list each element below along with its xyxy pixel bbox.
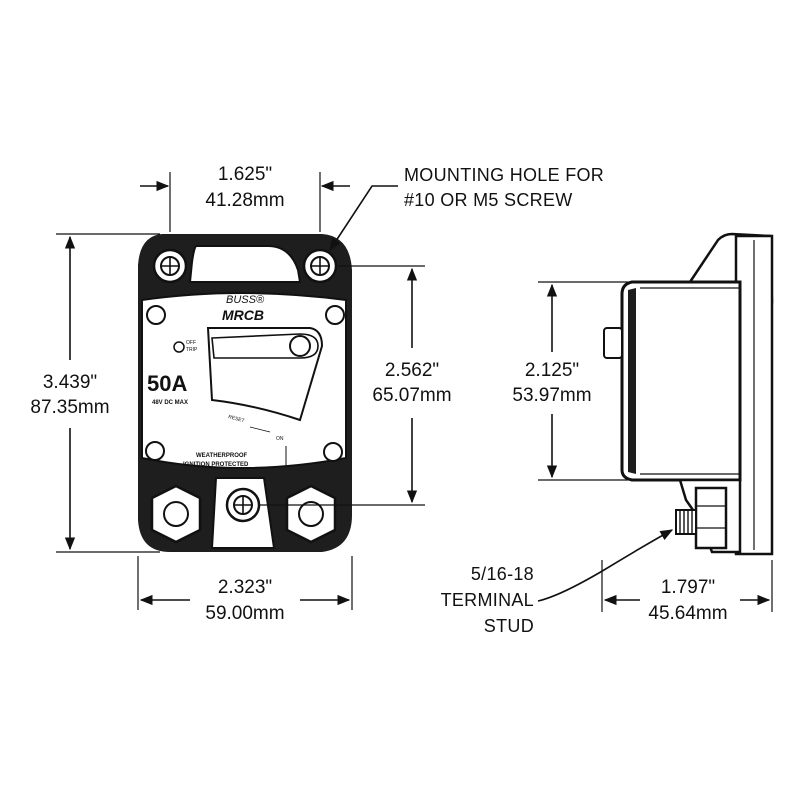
front-view: BUSS® MRCB OFF TRIP 50A 48V DC MAX RESET… (138, 234, 352, 552)
reset-label: RESET (227, 414, 245, 424)
side-lever-knob (603, 327, 623, 359)
terminal-stud (675, 509, 697, 535)
terminal-nut-left (150, 484, 202, 544)
dim-width-inch: 2.323" (218, 577, 272, 598)
dim-top-width-mm: 41.28mm (205, 190, 284, 211)
dim-side-height-inch: 2.125" (525, 360, 579, 381)
rating-text: 50A (147, 371, 187, 396)
side-terminal-nut (694, 486, 728, 550)
weatherproof-text: WEATHERPROOF (196, 453, 248, 459)
mount-hole-bottom (225, 487, 261, 523)
callout-terminal-line2: TERMINAL (441, 590, 534, 610)
side-main-body (620, 280, 742, 482)
voltage-text: 48V DC MAX (152, 400, 188, 406)
side-view (603, 232, 774, 556)
trip-label: TRIP (186, 347, 198, 353)
terminal-nut-right (285, 484, 337, 544)
off-trip-indicator (173, 341, 185, 353)
dim-hole-spacing-mm: 65.07mm (372, 385, 451, 406)
lever-knob (289, 335, 311, 357)
dim-side-height-mm: 53.97mm (512, 385, 591, 406)
dim-depth-mm: 45.64mm (648, 603, 727, 624)
face-hole-tr (325, 305, 345, 325)
callout-terminal-line1: 5/16-18 (471, 564, 534, 584)
brand-text: BUSS® (226, 294, 265, 306)
dim-height-mm: 87.35mm (30, 397, 109, 418)
dim-top-width-inch: 1.625" (218, 164, 272, 185)
model-text: MRCB (222, 307, 264, 323)
dim-hole-spacing-inch: 2.562" (385, 360, 439, 381)
mount-hole-top-right (302, 248, 338, 284)
on-label: ON (276, 436, 284, 442)
face-hole-br (323, 442, 343, 462)
off-label: OFF (186, 340, 196, 346)
dim-height-inch: 3.439" (43, 372, 97, 393)
top-bridge (188, 245, 302, 283)
mount-hole-top-left (152, 248, 188, 284)
face-hole-tl (146, 305, 166, 325)
dim-width-mm: 59.00mm (205, 603, 284, 624)
callout-mount-line1: MOUNTING HOLE FOR (404, 165, 604, 185)
callout-terminal-line3: STUD (484, 616, 534, 636)
face-hole-bl (145, 441, 165, 461)
ignition-text: IGNITION PROTECTED (183, 462, 249, 468)
callout-mount-line2: #10 OR M5 SCREW (404, 190, 573, 210)
dim-depth-inch: 1.797" (661, 577, 715, 598)
